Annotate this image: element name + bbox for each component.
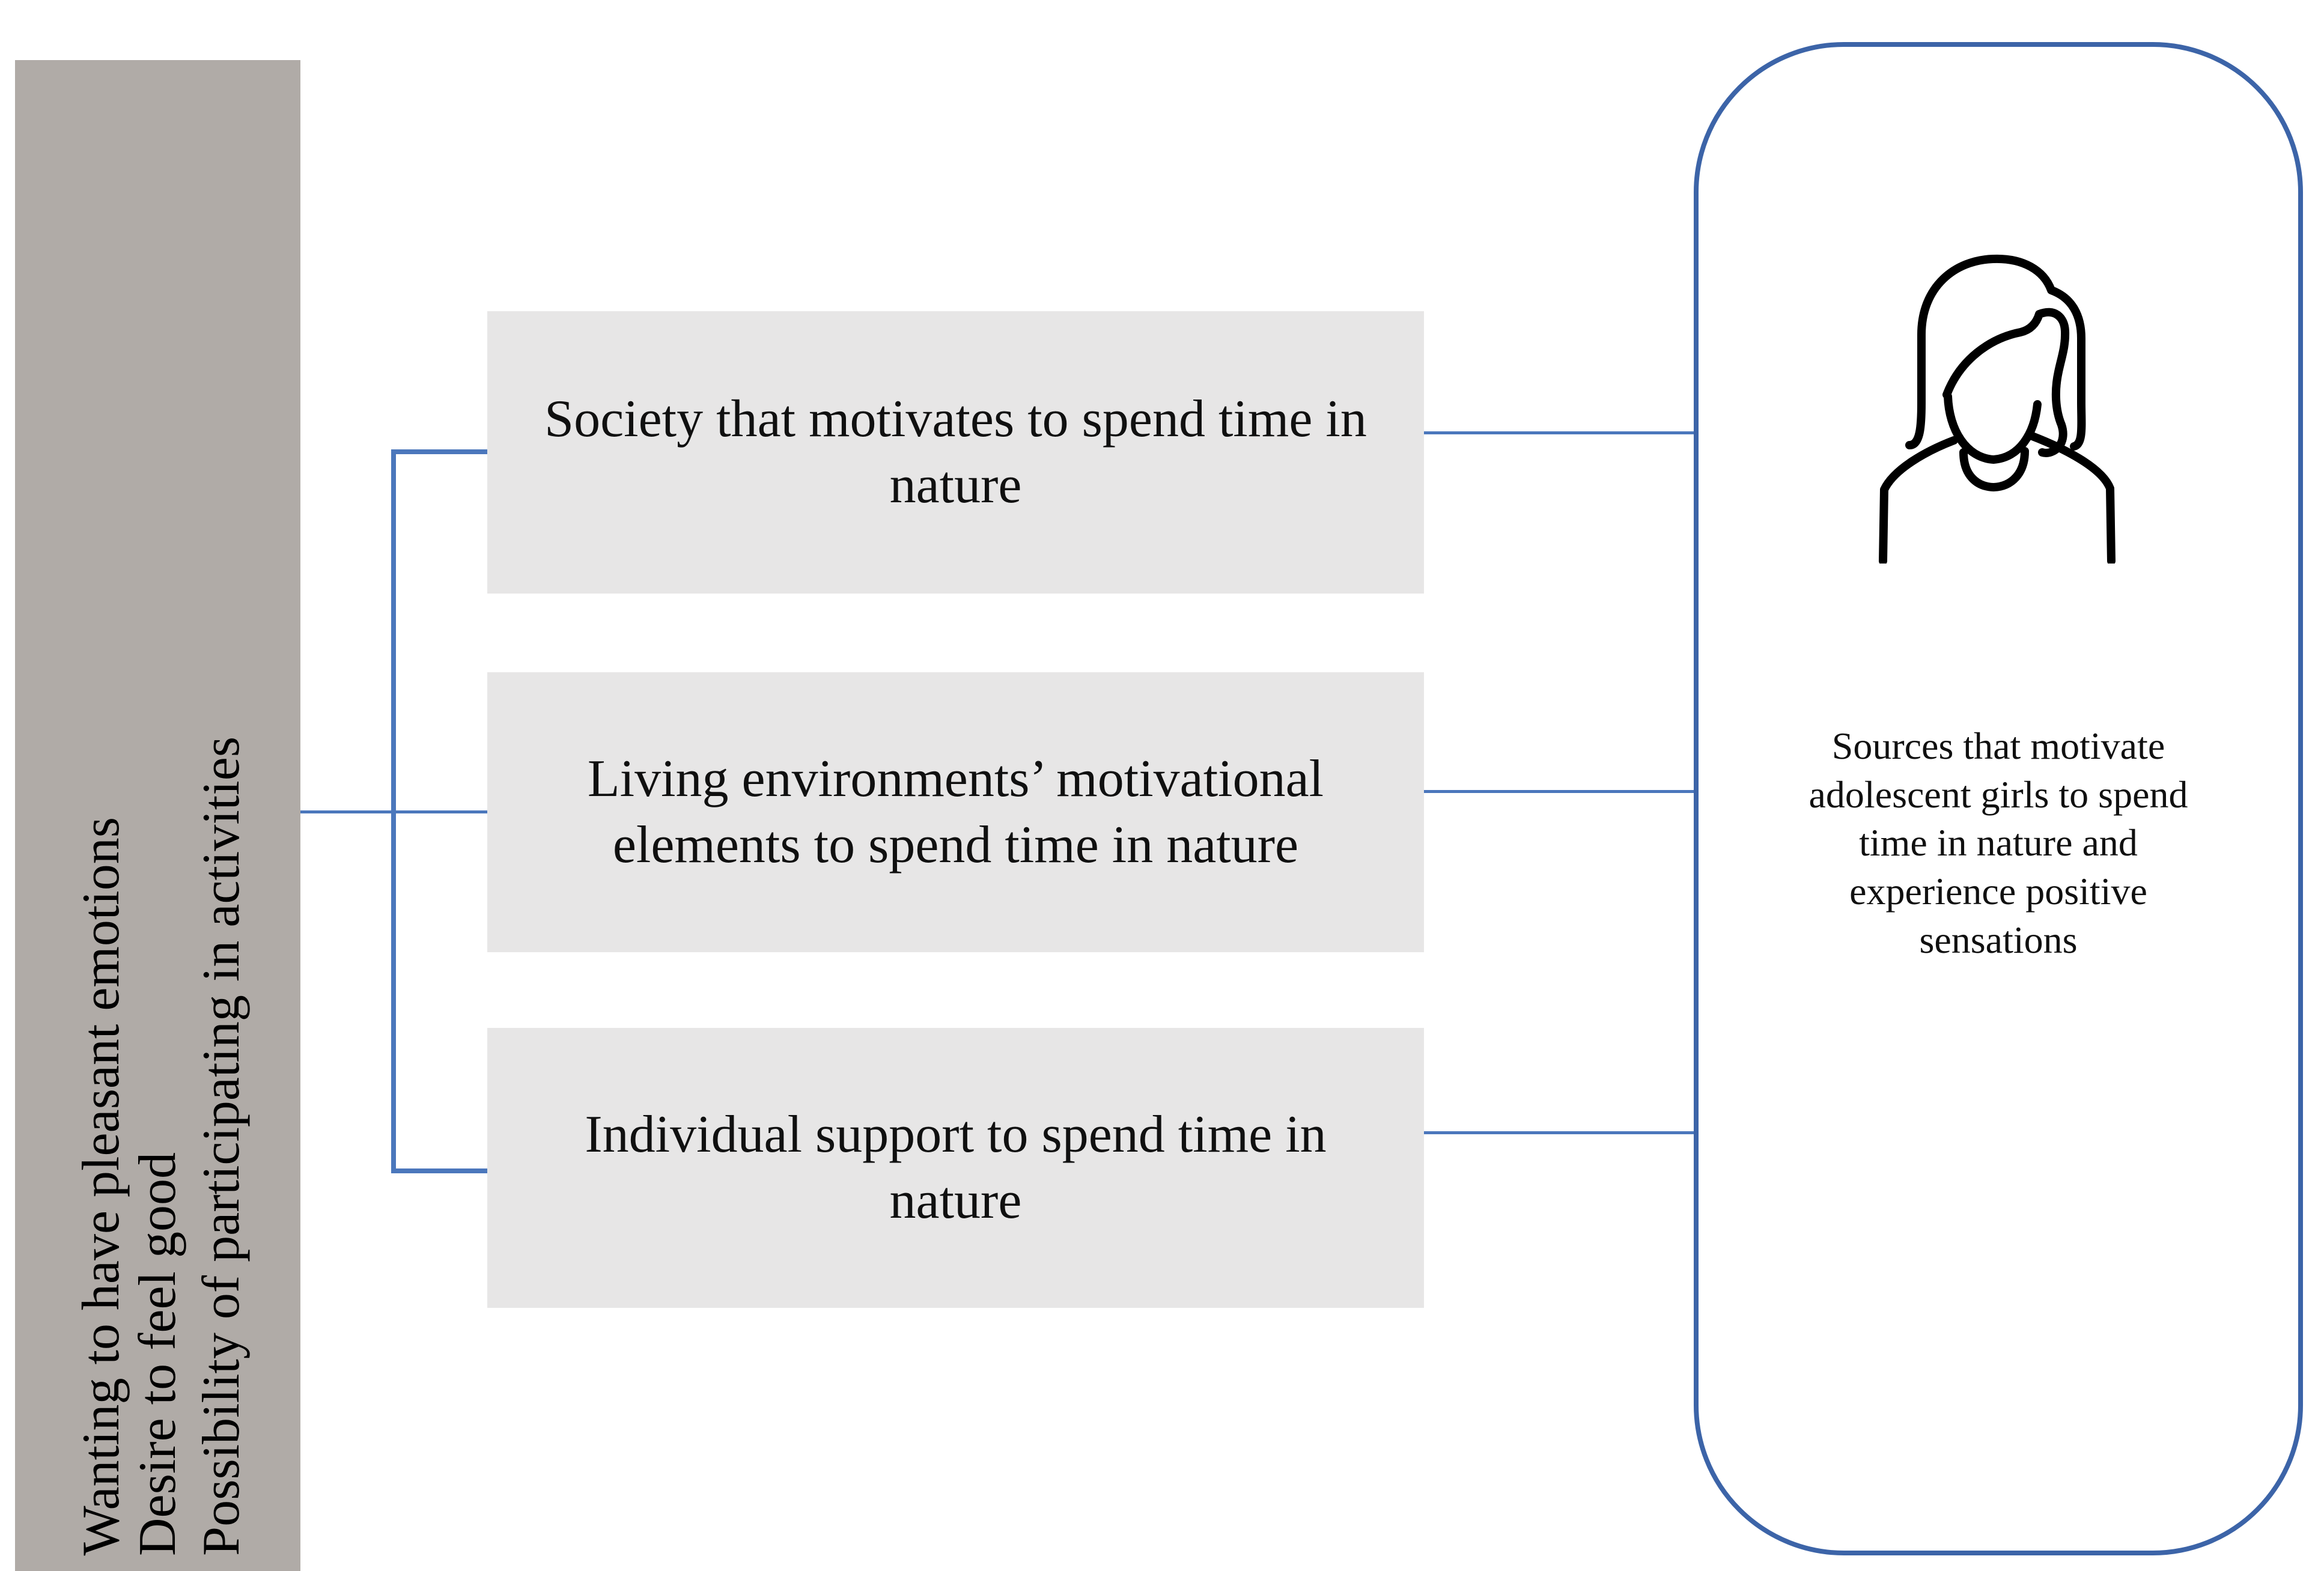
- sidebar-item-pleasant-emotions: Wanting to have pleasant emotions: [72, 817, 130, 1556]
- result-panel-label: Sources that motivate adolescent girls t…: [1808, 725, 2188, 961]
- connector-box1-to-panel: [1421, 431, 1694, 434]
- connector-to-box3: [391, 1168, 487, 1173]
- connector-vertical-trunk: [391, 449, 396, 1173]
- theme-box-society: Society that motivates to spend time in …: [487, 311, 1424, 594]
- connector-box3-to-panel: [1421, 1131, 1694, 1134]
- motivation-factors-bar: [15, 60, 300, 1571]
- female-user-icon: [1879, 254, 2116, 564]
- sidebar-item-feel-good: Desire to feel good: [129, 1152, 187, 1556]
- theme-box-living-environment-label: Living environments’ motivational elemen…: [587, 750, 1324, 874]
- connector-box2-to-panel: [1421, 790, 1694, 793]
- connector-to-box1: [391, 449, 487, 454]
- theme-box-individual-support: Individual support to spend time in natu…: [487, 1028, 1424, 1308]
- sidebar-item-participating: Possibility of participating in activiti…: [192, 737, 251, 1556]
- theme-box-society-label: Society that motivates to spend time in …: [544, 390, 1367, 514]
- theme-box-living-environment: Living environments’ motivational elemen…: [487, 672, 1424, 952]
- theme-box-individual-support-label: Individual support to spend time in natu…: [585, 1105, 1327, 1230]
- result-panel: Sources that motivate adolescent girls t…: [1694, 42, 2303, 1555]
